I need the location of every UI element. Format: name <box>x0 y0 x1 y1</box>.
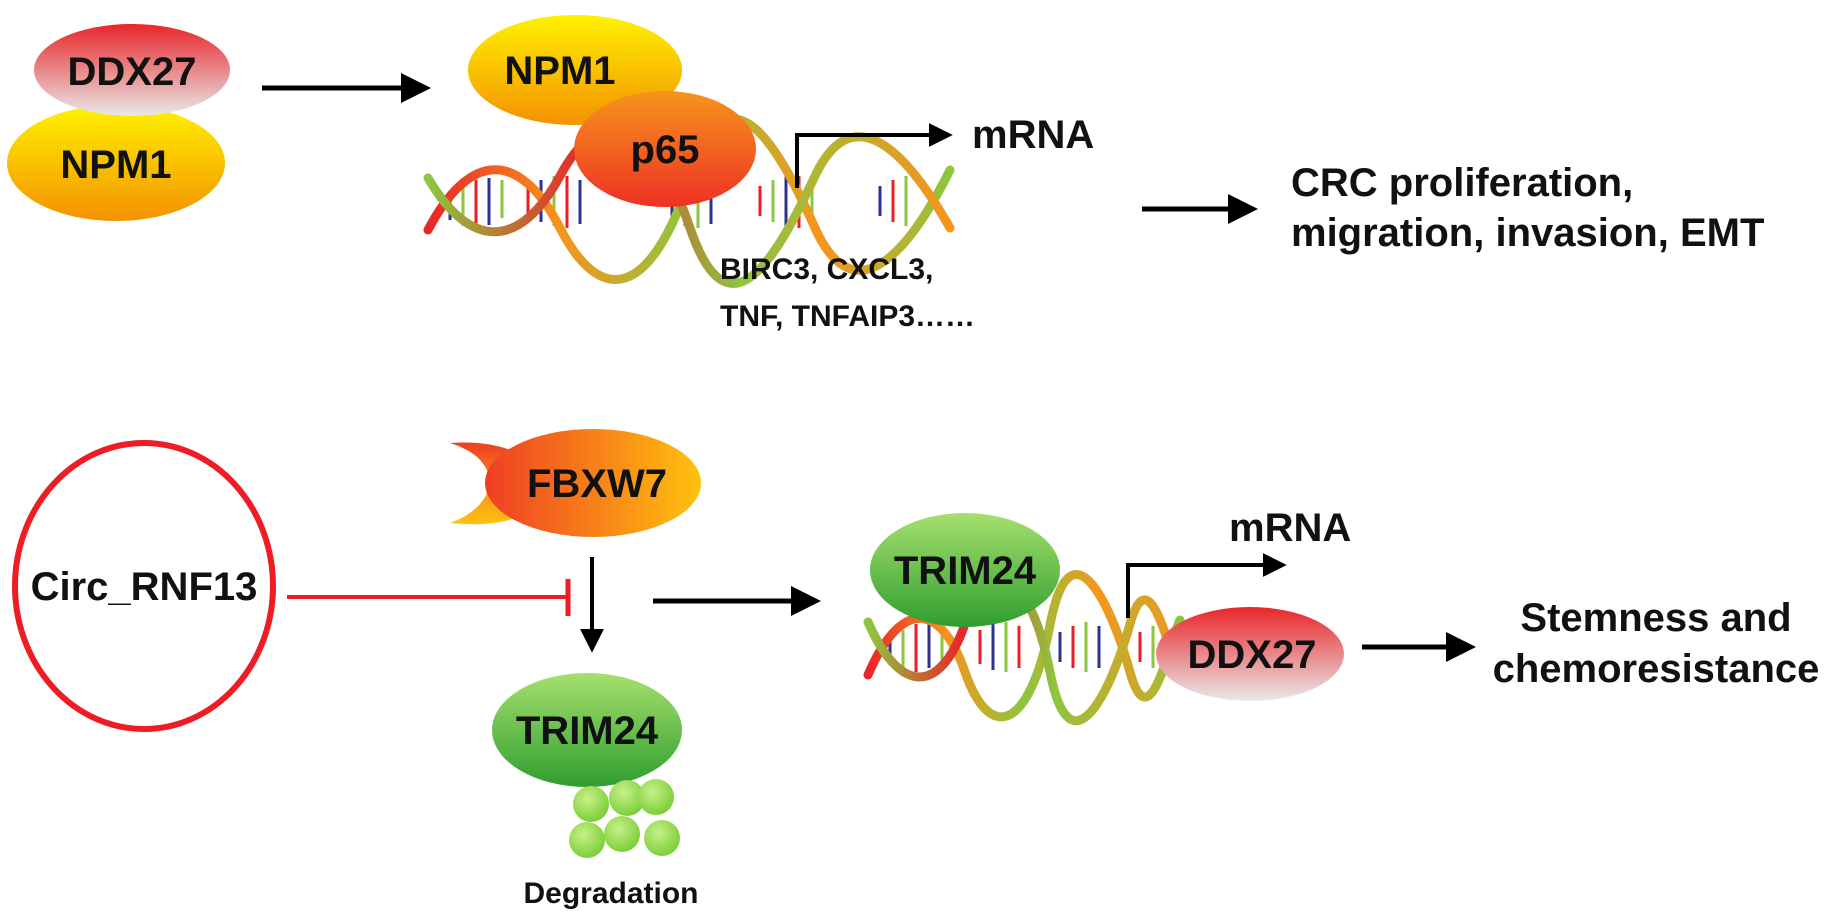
p65-oval <box>574 91 756 207</box>
ubiquitin-beads <box>569 779 680 858</box>
npm1-p65-complex: NPM1 p65 <box>468 15 756 207</box>
transcription-arrow-top <box>795 123 953 188</box>
mrna-label-bottom: mRNA <box>1229 506 1351 550</box>
ddx27-oval-bound <box>1156 607 1344 701</box>
p65-label: p65 <box>631 128 700 172</box>
ddx27-npm1-complex: NPM1 DDX27 <box>7 24 230 221</box>
ddx27-label-top: DDX27 <box>68 50 197 94</box>
top-pathway: NPM1 DDX27 <box>7 15 1764 333</box>
circ-rnf13-ring <box>12 440 276 732</box>
fbxw7-oval <box>485 429 701 537</box>
circ-rnf13-label: Circ_RNF13 <box>31 565 258 609</box>
bottom-pathway: Circ_RNF13 FBXW7 TRIM24 Degradation <box>12 429 1820 910</box>
trim24-oval-bound <box>870 513 1060 627</box>
trim24-label-bound: TRIM24 <box>894 549 1037 593</box>
target-genes-line2: TNF, TNFAIP3…… <box>720 300 975 333</box>
ddx27-label-bound: DDX27 <box>1188 633 1317 677</box>
transcription-arrow-bottom <box>1126 553 1287 618</box>
trim24-label-degraded: TRIM24 <box>516 709 659 753</box>
npm1-oval-left <box>7 105 225 221</box>
crc-outcome-line1: CRC proliferation, <box>1291 161 1633 205</box>
stemness-outcome-line2: chemoresistance <box>1493 647 1820 691</box>
crc-outcome-line2: migration, invasion, EMT <box>1291 211 1764 255</box>
mrna-label-top: mRNA <box>972 113 1094 157</box>
ddx27-oval-top <box>34 24 230 116</box>
target-genes-line1: BIRC3, CXCL3, <box>720 253 933 286</box>
fbxw7-ligase: FBXW7 <box>450 429 701 537</box>
trim24-oval-degraded <box>492 673 682 787</box>
degradation-label: Degradation <box>523 877 698 910</box>
npm1-label-dna: NPM1 <box>504 49 615 93</box>
npm1-label-left: NPM1 <box>60 143 171 187</box>
dna-helix-bottom <box>863 570 1185 726</box>
stemness-outcome-line1: Stemness and <box>1520 596 1791 640</box>
trim24-degradation-group: TRIM24 Degradation <box>492 673 699 910</box>
fbxw7-label: FBXW7 <box>527 462 667 506</box>
